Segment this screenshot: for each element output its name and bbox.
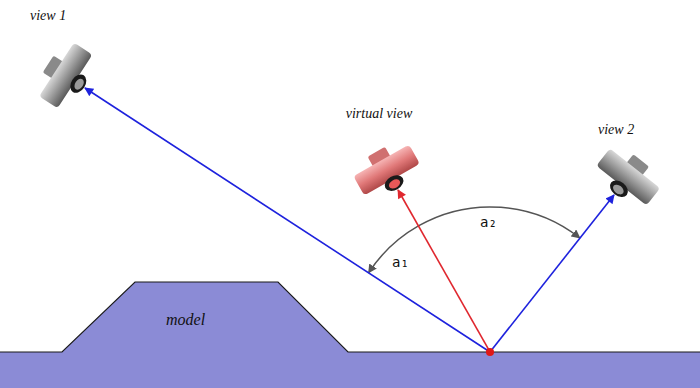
angle-arc bbox=[418, 207, 579, 238]
model-shape bbox=[0, 282, 700, 388]
angle-label: a₁ bbox=[392, 254, 409, 271]
view-ray bbox=[398, 190, 490, 352]
view-label: view 1 bbox=[30, 8, 66, 25]
camera-icon bbox=[31, 37, 102, 114]
view-ray bbox=[85, 88, 490, 352]
view-ray bbox=[490, 195, 614, 352]
model-region: model bbox=[0, 282, 700, 388]
view-label: virtual view bbox=[346, 106, 413, 123]
surface-point bbox=[486, 348, 494, 356]
angle-label: a₂ bbox=[480, 214, 497, 231]
camera-view: virtual view bbox=[318, 104, 440, 198]
view-label: model bbox=[166, 310, 205, 329]
camera-view: view 2 bbox=[592, 120, 672, 198]
camera-icon bbox=[590, 141, 667, 214]
camera-view: view 1 bbox=[26, 4, 110, 108]
angle-arc bbox=[369, 226, 419, 273]
virtual-camera-icon bbox=[348, 136, 425, 205]
view-label: view 2 bbox=[598, 122, 634, 139]
